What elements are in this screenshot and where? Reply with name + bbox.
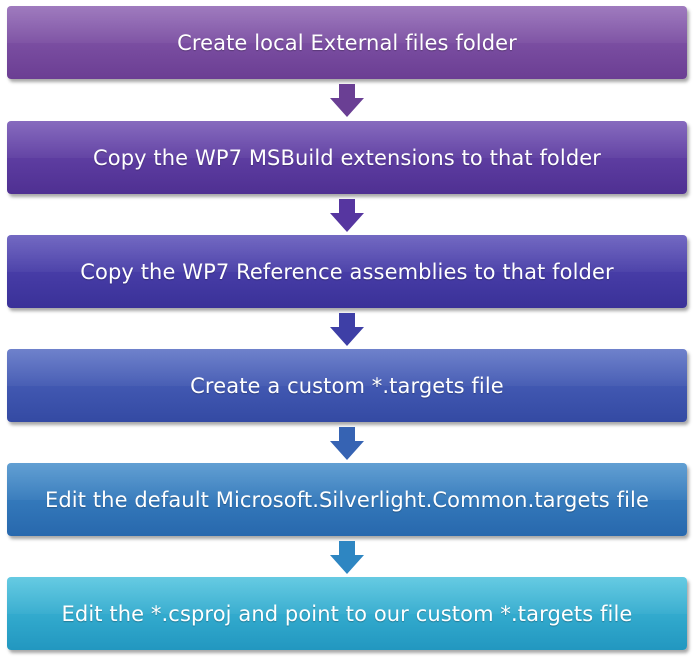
arrow-1-shape [330, 84, 364, 117]
arrow-2-shape [330, 199, 364, 232]
step-4-box: Create a custom *.targets file [7, 349, 687, 422]
step-4-label: Create a custom *.targets file [190, 373, 504, 398]
arrow-2-down-icon [330, 199, 364, 232]
step-1-box: Create local External files folder [7, 6, 687, 79]
step-2-box: Copy the WP7 MSBuild extensions to that … [7, 121, 687, 194]
arrow-5-shape [330, 541, 364, 574]
arrow-3-down-icon [330, 313, 364, 346]
step-3-label: Copy the WP7 Reference assemblies to tha… [80, 259, 614, 284]
step-6-label: Edit the *.csproj and point to our custo… [61, 601, 633, 626]
step-3-box: Copy the WP7 Reference assemblies to tha… [7, 235, 687, 308]
step-5-label: Edit the default Microsoft.Silverlight.C… [45, 487, 649, 512]
step-2-label: Copy the WP7 MSBuild extensions to that … [92, 145, 601, 170]
step-1-label: Create local External files folder [177, 30, 517, 55]
step-5-box: Edit the default Microsoft.Silverlight.C… [7, 463, 687, 536]
arrow-4-down-icon [330, 427, 364, 460]
arrow-4-shape [330, 427, 364, 460]
step-6-box: Edit the *.csproj and point to our custo… [7, 577, 687, 650]
arrow-3-shape [330, 313, 364, 346]
arrow-5-down-icon [330, 541, 364, 574]
arrow-1-down-icon [330, 84, 364, 117]
